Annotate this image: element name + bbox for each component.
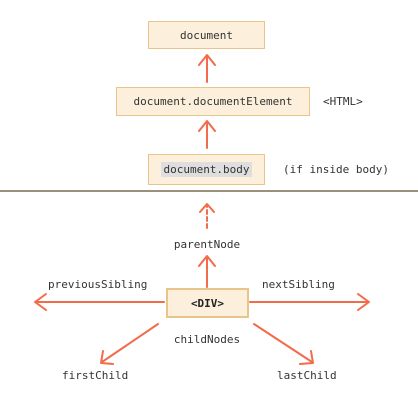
arrow-last-child [253, 323, 314, 365]
arrow-next-sibling [249, 293, 370, 311]
arrow-to-document [198, 54, 216, 83]
node-body-label: document.body [161, 162, 252, 177]
next-sibling-label: nextSibling [262, 278, 335, 291]
last-child-label: lastChild [277, 369, 337, 382]
child-nodes-label: childNodes [173, 333, 241, 346]
node-div-label: <DIV> [190, 296, 225, 310]
html-tag-annotation: <HTML> [323, 95, 363, 108]
arrow-previous-sibling [34, 293, 165, 311]
previous-sibling-label: previousSibling [48, 278, 148, 291]
parent-node-label: parentNode [173, 238, 241, 251]
node-document-element: document.documentElement [116, 87, 310, 116]
body-note-annotation: (if inside body) [283, 163, 389, 176]
node-document-element-label: document.documentElement [133, 95, 293, 108]
node-div: <DIV> [166, 288, 249, 318]
arrow-first-child [100, 323, 159, 365]
node-document-label: document [180, 28, 233, 42]
node-body: document.body [148, 154, 265, 185]
first-child-label: firstChild [62, 369, 129, 382]
node-document: document [148, 21, 265, 49]
arrow-parent-node [198, 255, 216, 288]
arrow-dashed-to-body [199, 203, 215, 229]
arrow-to-document-element [198, 120, 216, 149]
